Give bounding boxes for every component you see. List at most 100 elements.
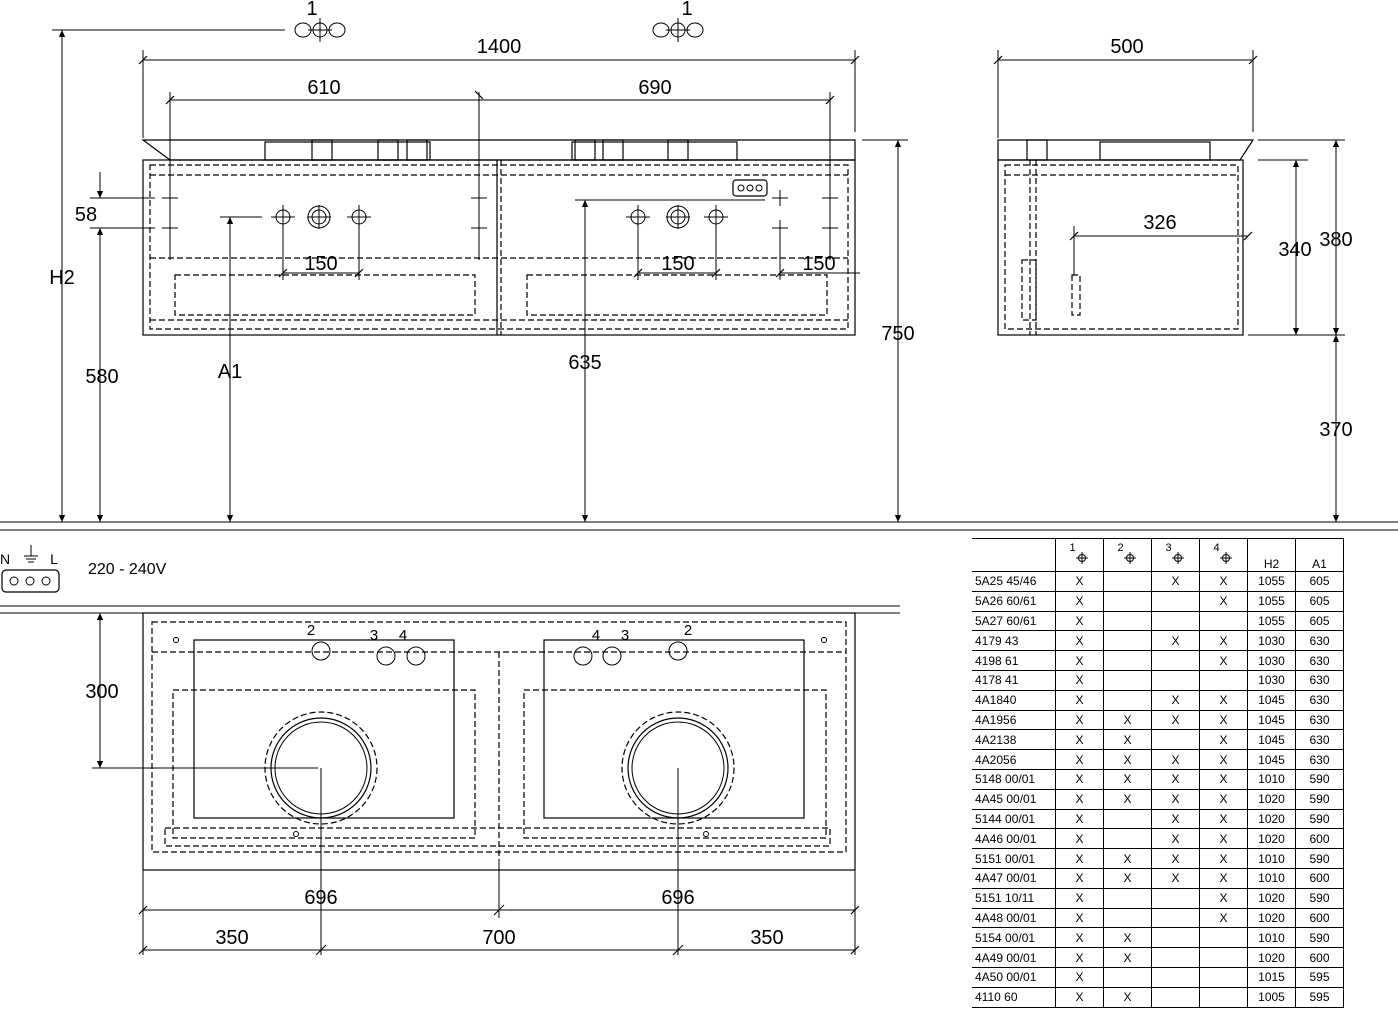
table-cell-c1: X bbox=[1055, 689, 1104, 711]
table-cell-c1: X bbox=[1055, 630, 1104, 652]
table-cell-c2 bbox=[1103, 966, 1152, 988]
table-cell-a1: 600 bbox=[1295, 907, 1344, 929]
table-cell-h2: 1045 bbox=[1247, 689, 1296, 711]
table-cell-c2 bbox=[1103, 828, 1152, 850]
tap-marker-icon: 1 bbox=[652, 0, 704, 43]
table-cell-c3 bbox=[1151, 590, 1200, 612]
table-cell-art: 4178 41 bbox=[972, 669, 1056, 691]
table-cell-a1: 630 bbox=[1295, 630, 1344, 652]
table-cell-c1: X bbox=[1055, 808, 1104, 830]
table-cell-c4 bbox=[1199, 669, 1248, 691]
table-cell-a1: 595 bbox=[1295, 986, 1344, 1008]
table-cell-c1: X bbox=[1055, 729, 1104, 751]
table-cell-c1: X bbox=[1055, 927, 1104, 949]
table-cell-c4 bbox=[1199, 966, 1248, 988]
front-elevation: 1400 610 690 150 150 150 H2 58 580 bbox=[0, 0, 1398, 531]
dim-696-left: 696 bbox=[304, 887, 337, 909]
table-cell-c2 bbox=[1103, 590, 1152, 612]
dim-150-left: 150 bbox=[304, 253, 337, 275]
dim-750: 750 bbox=[881, 323, 914, 345]
hole-label-2: 2 bbox=[307, 622, 315, 639]
table-cell-c3 bbox=[1151, 907, 1200, 929]
table-cell-c2: X bbox=[1103, 986, 1152, 1008]
table-cell-h2: 1020 bbox=[1247, 947, 1296, 968]
table-cell-a1: 605 bbox=[1295, 610, 1344, 632]
electrical-symbol: N L 220 - 240V bbox=[0, 545, 167, 593]
table-cell-a1: 590 bbox=[1295, 788, 1344, 810]
table-cell-c3: X bbox=[1151, 749, 1200, 770]
table-cell-h2: 1055 bbox=[1247, 571, 1296, 592]
hole-label-3: 3 bbox=[621, 627, 629, 644]
table-cell-c4 bbox=[1199, 986, 1248, 1008]
dim-380: 380 bbox=[1319, 229, 1352, 251]
table-cell-c2 bbox=[1103, 610, 1152, 632]
table-cell-h2: 1030 bbox=[1247, 669, 1296, 691]
table-cell-h2: 1010 bbox=[1247, 768, 1296, 790]
table-cell-c2 bbox=[1103, 689, 1152, 711]
table-cell-c1: X bbox=[1055, 768, 1104, 790]
table-cell-c4: X bbox=[1199, 867, 1248, 889]
dim-580: 580 bbox=[85, 366, 118, 388]
tap-hole-icon bbox=[1123, 552, 1136, 564]
table-cell-c2 bbox=[1103, 650, 1152, 671]
table-cell-c4: X bbox=[1199, 749, 1248, 770]
table-cell-art: 4A45 00/01 bbox=[972, 788, 1056, 810]
table-cell-c4 bbox=[1199, 947, 1248, 968]
table-cell-c2 bbox=[1103, 808, 1152, 830]
dim-610: 610 bbox=[307, 77, 340, 99]
table-cell-c3 bbox=[1151, 887, 1200, 909]
table-cell-c1: X bbox=[1055, 610, 1104, 632]
table-cell-art: 5A25 45/46 bbox=[972, 571, 1056, 592]
table-cell-c2 bbox=[1103, 907, 1152, 929]
table-cell-c3 bbox=[1151, 669, 1200, 691]
table-cell-c3: X bbox=[1151, 828, 1200, 850]
table-header-hole-4: 4 bbox=[1199, 538, 1248, 572]
table-cell-c1: X bbox=[1055, 749, 1104, 770]
dim-326: 326 bbox=[1143, 212, 1176, 234]
table-cell-c4: X bbox=[1199, 650, 1248, 671]
table-cell-c1: X bbox=[1055, 966, 1104, 988]
tap-marker-icon: 1 bbox=[294, 0, 346, 43]
table-cell-art: 5151 10/11 bbox=[972, 887, 1056, 909]
table-cell-a1: 630 bbox=[1295, 729, 1344, 751]
table-cell-c1: X bbox=[1055, 788, 1104, 810]
table-cell-c3 bbox=[1151, 966, 1200, 988]
table-cell-c3: X bbox=[1151, 709, 1200, 731]
table-cell-c4: X bbox=[1199, 828, 1248, 850]
table-cell-a1: 600 bbox=[1295, 867, 1344, 889]
table-cell-c4: X bbox=[1199, 768, 1248, 790]
table-cell-c3: X bbox=[1151, 689, 1200, 711]
table-header-row: 1 2 3 4 H2 A1 bbox=[972, 538, 1344, 572]
table-cell-h2: 1015 bbox=[1247, 966, 1296, 988]
table-cell-c2: X bbox=[1103, 768, 1152, 790]
table-cell-h2: 1020 bbox=[1247, 828, 1296, 850]
table-cell-c2 bbox=[1103, 669, 1152, 691]
table-cell-c2 bbox=[1103, 571, 1152, 592]
table-header-hole-1: 1 bbox=[1055, 538, 1104, 572]
table-cell-h2: 1045 bbox=[1247, 749, 1296, 770]
table-cell-a1: 630 bbox=[1295, 650, 1344, 671]
table-cell-c4: X bbox=[1199, 630, 1248, 652]
table-cell-h2: 1010 bbox=[1247, 927, 1296, 949]
dim-690: 690 bbox=[638, 77, 671, 99]
table-cell-c2: X bbox=[1103, 709, 1152, 731]
table-cell-c1: X bbox=[1055, 669, 1104, 691]
table-cell-a1: 590 bbox=[1295, 808, 1344, 830]
tap-hole-icon bbox=[1075, 552, 1088, 564]
table-cell-h2: 1045 bbox=[1247, 729, 1296, 751]
table-cell-h2: 1055 bbox=[1247, 590, 1296, 612]
table-cell-art: 4A2138 bbox=[972, 729, 1056, 751]
table-cell-c2: X bbox=[1103, 927, 1152, 949]
dim-350-left: 350 bbox=[215, 927, 248, 949]
table-cell-c1: X bbox=[1055, 590, 1104, 612]
dim-1400: 1400 bbox=[477, 36, 522, 58]
